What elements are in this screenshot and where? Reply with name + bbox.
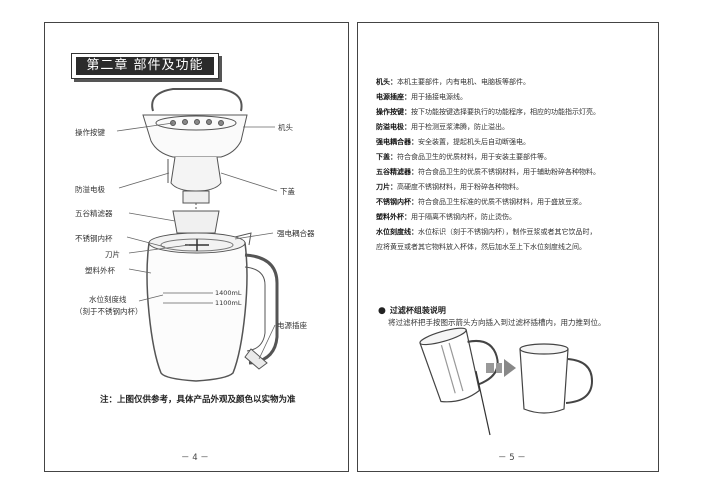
- part-row: 五谷精滤器：符合食品卫生的优质不锈钢材料，用于辅助粉碎各种物料。: [376, 168, 600, 176]
- tilted-filter-cup-shape: [419, 327, 499, 403]
- part-row: 防溢电极：用于检测豆浆沸腾，防止溢出。: [376, 123, 509, 131]
- scale-mark-upper: 1400mL: [215, 289, 242, 297]
- label-blade: 刀片: [105, 250, 120, 259]
- part-row: 不锈钢内杯：符合食品卫生标准的优质不锈钢材料，用于盛放豆浆。: [376, 198, 586, 206]
- label-water-level-line: 水位刻度线: [89, 295, 127, 304]
- bullet-icon: ●: [378, 306, 386, 316]
- label-head: 机头: [278, 123, 293, 132]
- disclaimer-note: 注：上图仅供参考，具体产品外观及颜色以实物为准: [100, 395, 296, 405]
- button-ring-shape: [155, 115, 237, 131]
- label-grain-filter: 五谷精滤器: [75, 209, 113, 218]
- label-plastic-shell: 塑料外杯: [85, 266, 115, 275]
- page-number-right: － 5 －: [498, 453, 526, 463]
- power-socket-shape: [244, 348, 268, 370]
- label-anti-overflow-electrode: 防溢电极: [75, 185, 105, 194]
- insert-direction-line: [475, 370, 491, 436]
- part-row: 水位刻度线：水位标识（刻于不锈钢内杯），制作豆浆或者其它饮品时，: [376, 228, 597, 236]
- label-power-socket: 电源插座: [277, 321, 307, 330]
- part-row: 操作按键：按下功能按键选择要执行的功能程序，相应的功能指示灯亮。: [376, 108, 600, 116]
- direction-arrow-icon: [486, 359, 516, 377]
- label-steel-inner-cup: 不锈钢内杯: [75, 234, 113, 243]
- cup-body-shape: [146, 242, 248, 382]
- label-water-level-note: （刻于不锈钢内杯）: [75, 307, 143, 316]
- filter-cup-assembly-illustration: [419, 327, 594, 436]
- part-row: 下盖：符合食品卫生的优质材料，用于安装主要部件等。: [376, 153, 551, 161]
- part-row: 电源插座：用于插接电源线。: [376, 93, 467, 101]
- cup-handle-shape: [244, 253, 279, 365]
- spout-shape: [234, 232, 252, 246]
- scale-mark-lower: 1100mL: [215, 299, 242, 307]
- part-row-continuation: 应将黄豆或者其它物料放入杯体，然后加水至上下水位刻度线之间。: [376, 243, 586, 251]
- page-number-left: － 4 －: [181, 453, 209, 463]
- label-operate-buttons: 操作按键: [75, 128, 105, 137]
- motor-column-shape: [182, 190, 210, 204]
- parts-description-list: 机头：本机主要部件，内有电机、电脑板等部件。 电源插座：用于插接电源线。 操作按…: [376, 75, 651, 255]
- head-handle-shape: [151, 88, 243, 112]
- label-coupler: 强电耦合器: [277, 229, 315, 238]
- part-row: 塑料外杯：用于隔离不锈钢内杯，防止烫伤。: [376, 213, 516, 221]
- upright-filter-cup-shape: [519, 343, 594, 414]
- label-lower-cover: 下盖: [280, 187, 295, 196]
- filter-assembly-heading: ●过滤杯组装说明: [378, 306, 446, 316]
- chapter-title: 第二章 部件及功能: [76, 57, 214, 75]
- soymilk-maker-diagram: [116, 88, 279, 382]
- right-page: 机头：本机主要部件，内有电机、电脑板等部件。 电源插座：用于插接电源线。 操作按…: [357, 22, 659, 472]
- left-page: 第二章 部件及功能: [44, 22, 349, 472]
- part-row: 刀片：高硬度不锈钢材料，用于粉碎各种物料。: [376, 183, 523, 191]
- part-row: 强电耦合器：安全装置，提起机头后自动断强电。: [376, 138, 530, 146]
- filter-assembly-instructions: 将过滤杯把手按图示箭头方向插入到过滤杯插槽内，用力推到位。: [388, 318, 606, 327]
- lower-cover-shape: [170, 156, 222, 192]
- chapter-title-box: 第二章 部件及功能: [71, 53, 219, 79]
- part-row: 机头：本机主要部件，内有电机、电脑板等部件。: [376, 78, 530, 86]
- filter-shape: [172, 210, 220, 234]
